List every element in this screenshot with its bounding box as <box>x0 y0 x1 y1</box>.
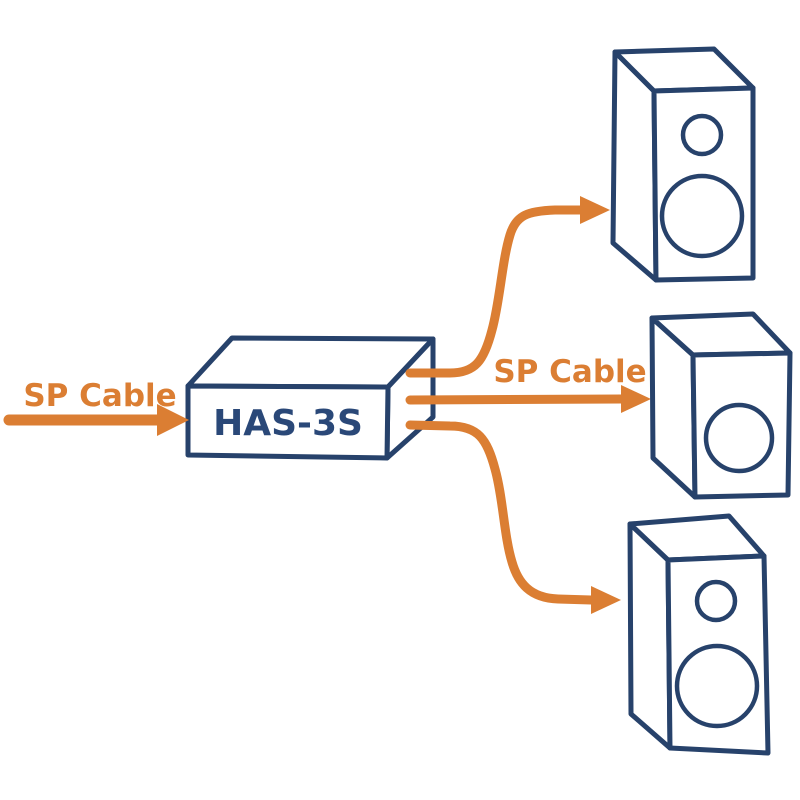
output-middle-arrowhead-icon <box>621 385 651 413</box>
splitter-front-face <box>185 383 391 461</box>
input-arrowhead-icon <box>157 404 189 436</box>
output-cable-label: SP Cable <box>493 354 646 390</box>
speaker-top-tweeter-circle <box>680 113 724 157</box>
speaker-bottom-front-face <box>665 553 771 756</box>
speaker-top-front-face <box>651 85 756 283</box>
speaker-bottom-woofer-circle <box>674 643 760 729</box>
speaker-middle-woofer-circle <box>703 402 775 474</box>
output-cable-top <box>405 196 610 378</box>
speaker-top-woofer-circle <box>659 173 745 259</box>
input-cable: SP Cable <box>3 378 189 436</box>
output-cable-bottom-line <box>405 420 596 605</box>
device-label: HAS-3S <box>213 403 363 444</box>
output-top-arrowhead-icon <box>580 196 610 224</box>
output-bottom-arrowhead-icon <box>591 586 621 614</box>
output-cable-bottom <box>405 420 621 614</box>
output-cable-middle-line <box>405 394 627 405</box>
input-cable-label: SP Cable <box>23 378 176 414</box>
output-cable-middle: SP Cable <box>405 354 651 413</box>
speaker-bottom-tweeter-circle <box>694 579 738 623</box>
speaker-top-icon <box>610 46 756 283</box>
output-cable-top-line <box>405 205 585 378</box>
speaker-bottom-icon <box>627 513 771 756</box>
speaker-middle-icon <box>649 311 793 500</box>
splitter-device: HAS-3S <box>185 335 436 461</box>
